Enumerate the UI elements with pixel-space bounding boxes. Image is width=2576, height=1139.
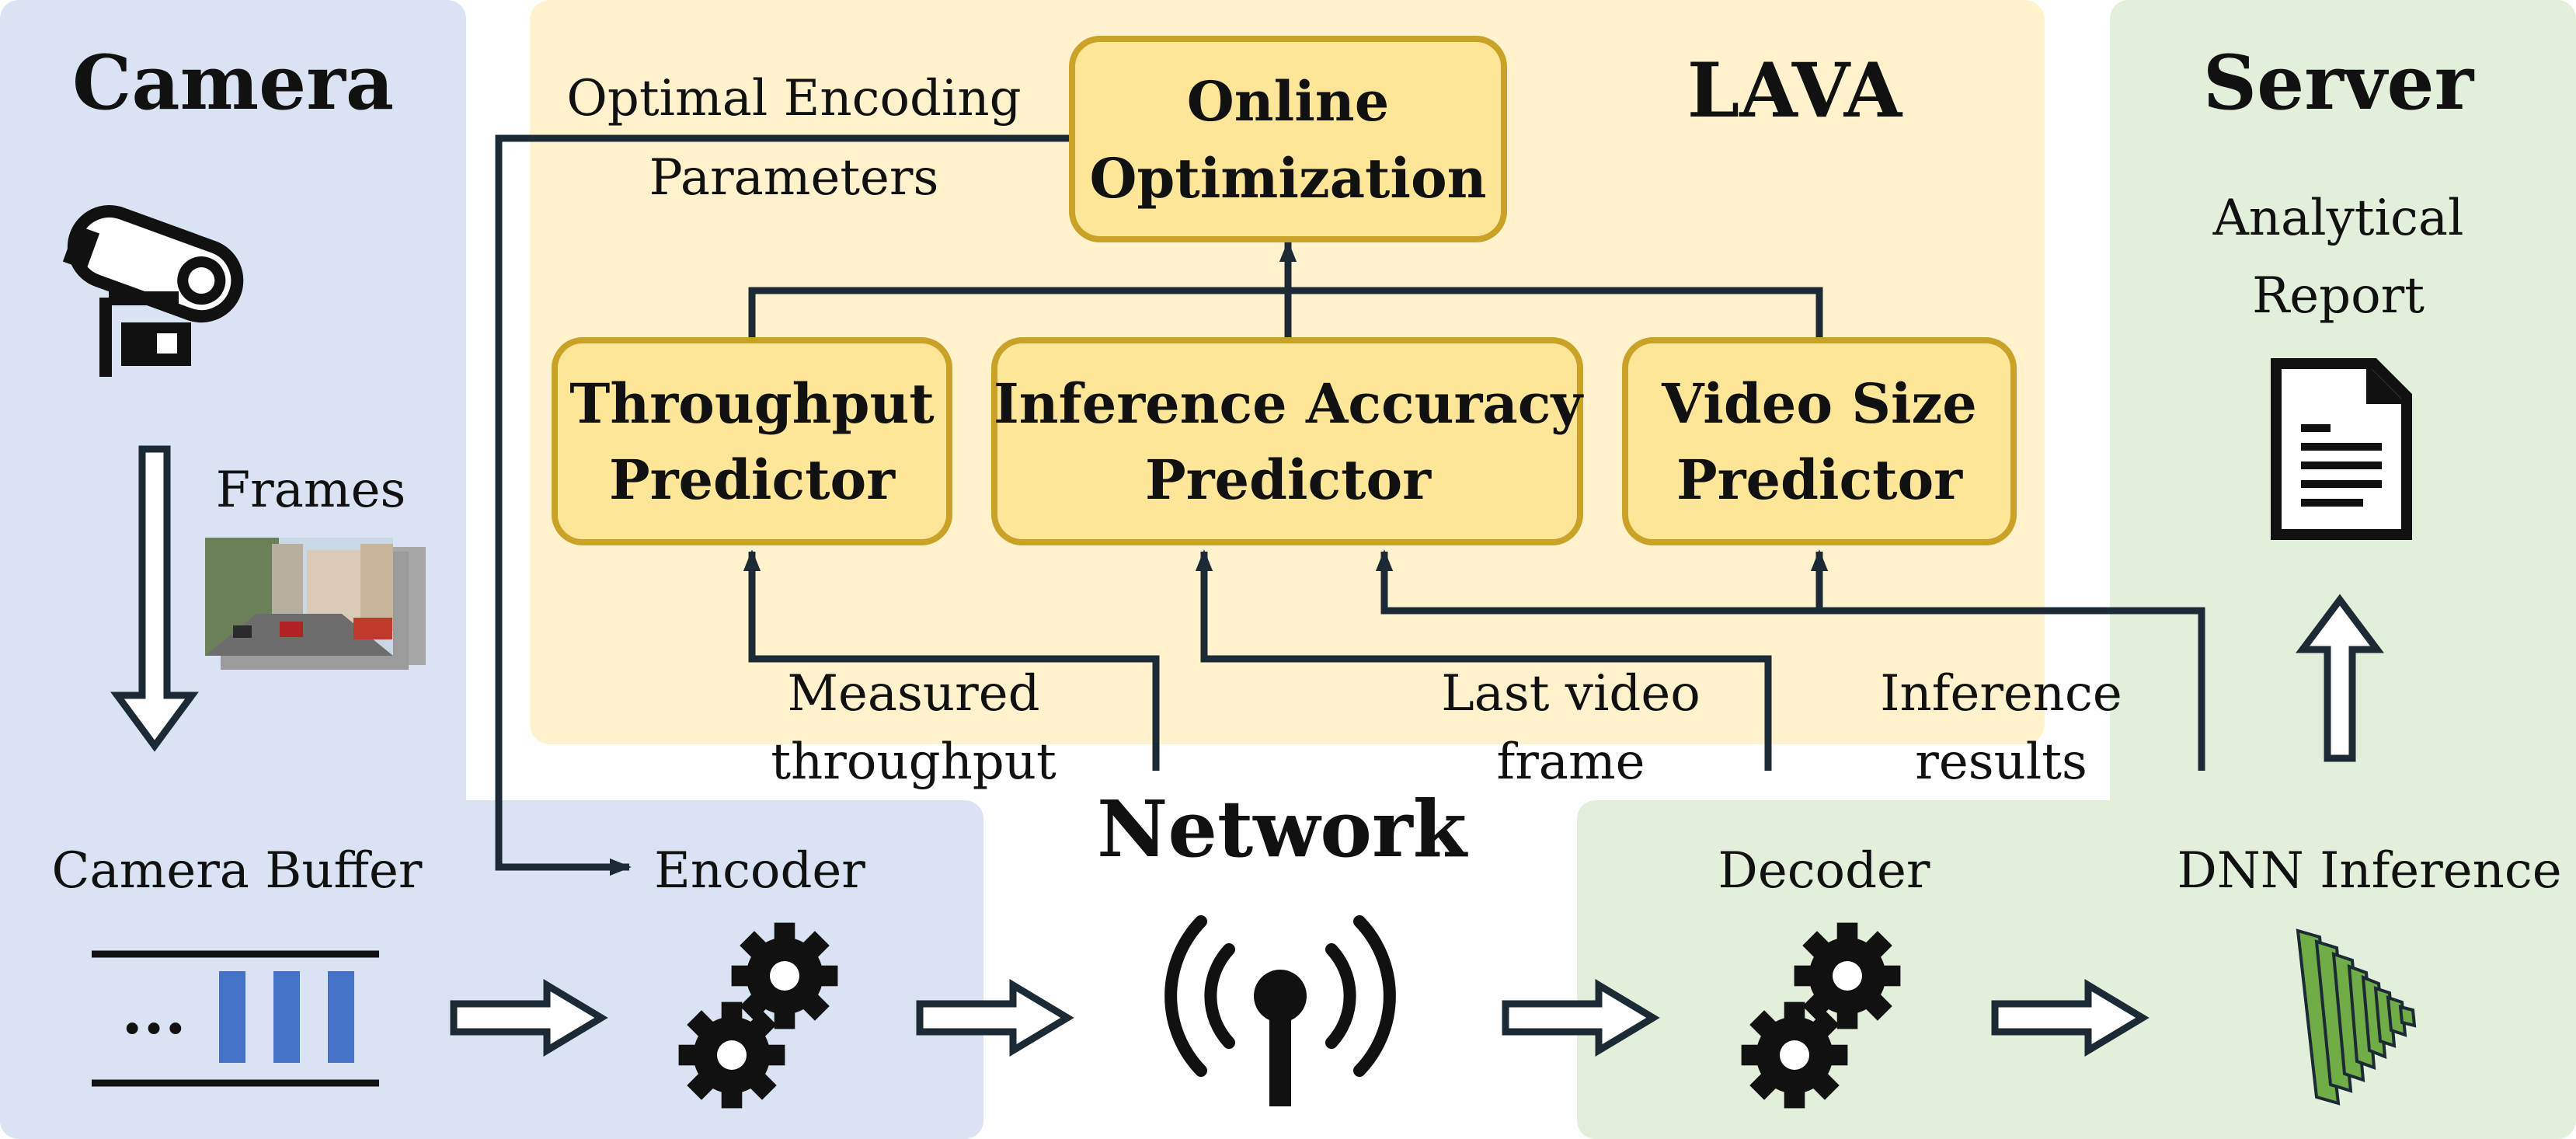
- buffer-ellipsis: ...: [121, 975, 186, 1048]
- network-title: Network: [1097, 783, 1468, 875]
- online-optimization-line2: Optimization: [1089, 146, 1486, 211]
- accuracy-predictor-box: Inference Accuracy Predictor: [991, 337, 1584, 545]
- encoder-label: Encoder: [654, 842, 865, 900]
- measured-throughput-line2: throughput: [771, 733, 1057, 791]
- size-predictor-line1: Video Size: [1661, 371, 1977, 436]
- throughput-predictor-box: Throughput Predictor: [552, 337, 952, 545]
- report-label-line1: Analytical: [2212, 190, 2464, 247]
- optimal-params-line2: Parameters: [649, 149, 939, 207]
- size-predictor-line2: Predictor: [1676, 448, 1963, 512]
- connector-lines: [495, 134, 2205, 876]
- measured-throughput-line: [743, 549, 1160, 771]
- up-arrow-icon: [2296, 594, 2384, 762]
- inference-results-line1: Inference: [1880, 665, 2122, 723]
- server-title: Server: [2203, 39, 2475, 127]
- optimal-params-line1: Optimal Encoding: [566, 70, 1021, 127]
- wireless-antenna-icon: [1164, 915, 1396, 1106]
- lava-title: LAVA: [1687, 47, 1903, 134]
- accuracy-predictor-line2: Predictor: [1145, 448, 1432, 512]
- size-predictor-box: Video Size Predictor: [1622, 337, 2017, 545]
- last-frame-line2: frame: [1497, 733, 1645, 791]
- frames-label: Frames: [216, 462, 406, 519]
- camera-buffer-label: Camera Buffer: [52, 842, 423, 900]
- camera-title: Camera: [72, 39, 394, 127]
- accuracy-predictor-line1: Inference Accuracy: [994, 371, 1584, 436]
- inference-results-line2: results: [1915, 733, 2087, 791]
- decoder-label: Decoder: [1718, 842, 1930, 900]
- inference-results-line: [1375, 549, 2205, 771]
- measured-throughput-line1: Measured: [787, 665, 1039, 723]
- security-camera-icon: [62, 204, 244, 377]
- throughput-predictor-line1: Throughput: [569, 371, 934, 436]
- online-optimization-box: Online Optimization: [1069, 36, 1507, 242]
- last-frame-line: [1195, 549, 1772, 771]
- report-label-line2: Report: [2252, 267, 2425, 325]
- document-icon: [2271, 358, 2412, 540]
- online-optimization-line1: Online: [1187, 69, 1389, 134]
- frames-image-icon: [205, 538, 426, 670]
- last-frame-line1: Last video: [1441, 665, 1701, 723]
- dnn-inference-label: DNN Inference: [2177, 842, 2561, 900]
- down-arrow-icon: [110, 445, 199, 752]
- dnn-layers-icon: [2296, 928, 2417, 1106]
- optimal-params-line: [495, 134, 1070, 876]
- buffer-icon: ...: [92, 950, 379, 1087]
- throughput-predictor-line2: Predictor: [609, 448, 896, 512]
